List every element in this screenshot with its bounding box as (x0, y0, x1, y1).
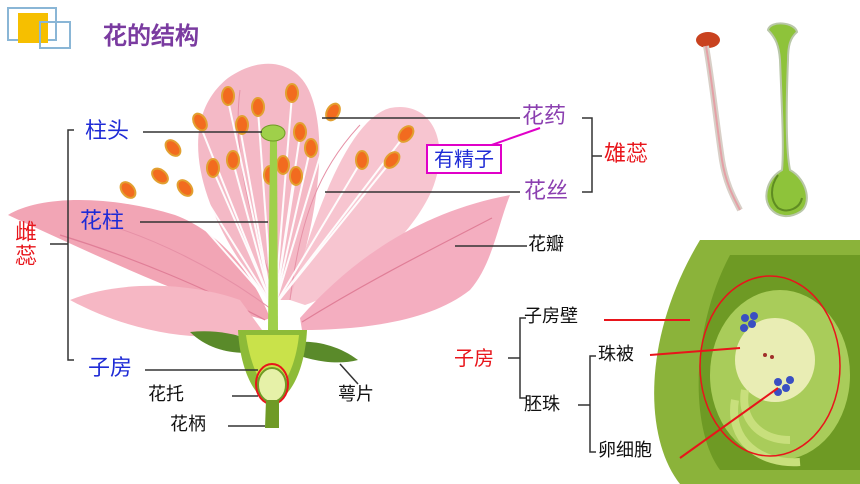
ovary-wall-label: 子房壁 (524, 306, 578, 327)
anther-label: 花药 (522, 104, 567, 129)
petal-label: 花瓣 (528, 234, 564, 255)
ovary-group-label: 子房 (454, 346, 494, 370)
pedicel-label: 花柄 (170, 414, 206, 435)
ovary-section-illustration (654, 240, 860, 484)
receptacle-label: 花托 (148, 384, 184, 405)
flower-illustration (8, 63, 510, 428)
egg-cell-label: 卵细胞 (598, 440, 652, 461)
ovule-label: 胚珠 (524, 394, 560, 415)
has-sperm-callout: 有精子 (426, 144, 502, 174)
integument-label: 珠被 (598, 344, 634, 365)
stamen-label: 雄蕊 (604, 142, 649, 167)
pistil-closeup-illustrations (696, 22, 808, 218)
stigma-label: 柱头 (85, 119, 130, 144)
filament-label: 花丝 (524, 179, 569, 204)
sepal-label: 萼片 (338, 384, 374, 405)
ovary-pointer-lines (604, 319, 779, 459)
pistil-label: 雌蕊 (11, 220, 36, 268)
page-title: 花的结构 (103, 22, 199, 50)
title-badge-icon (7, 7, 71, 49)
leader-lines (50, 117, 602, 453)
style-label: 花柱 (80, 209, 125, 234)
ovary-label: 子房 (88, 356, 133, 381)
